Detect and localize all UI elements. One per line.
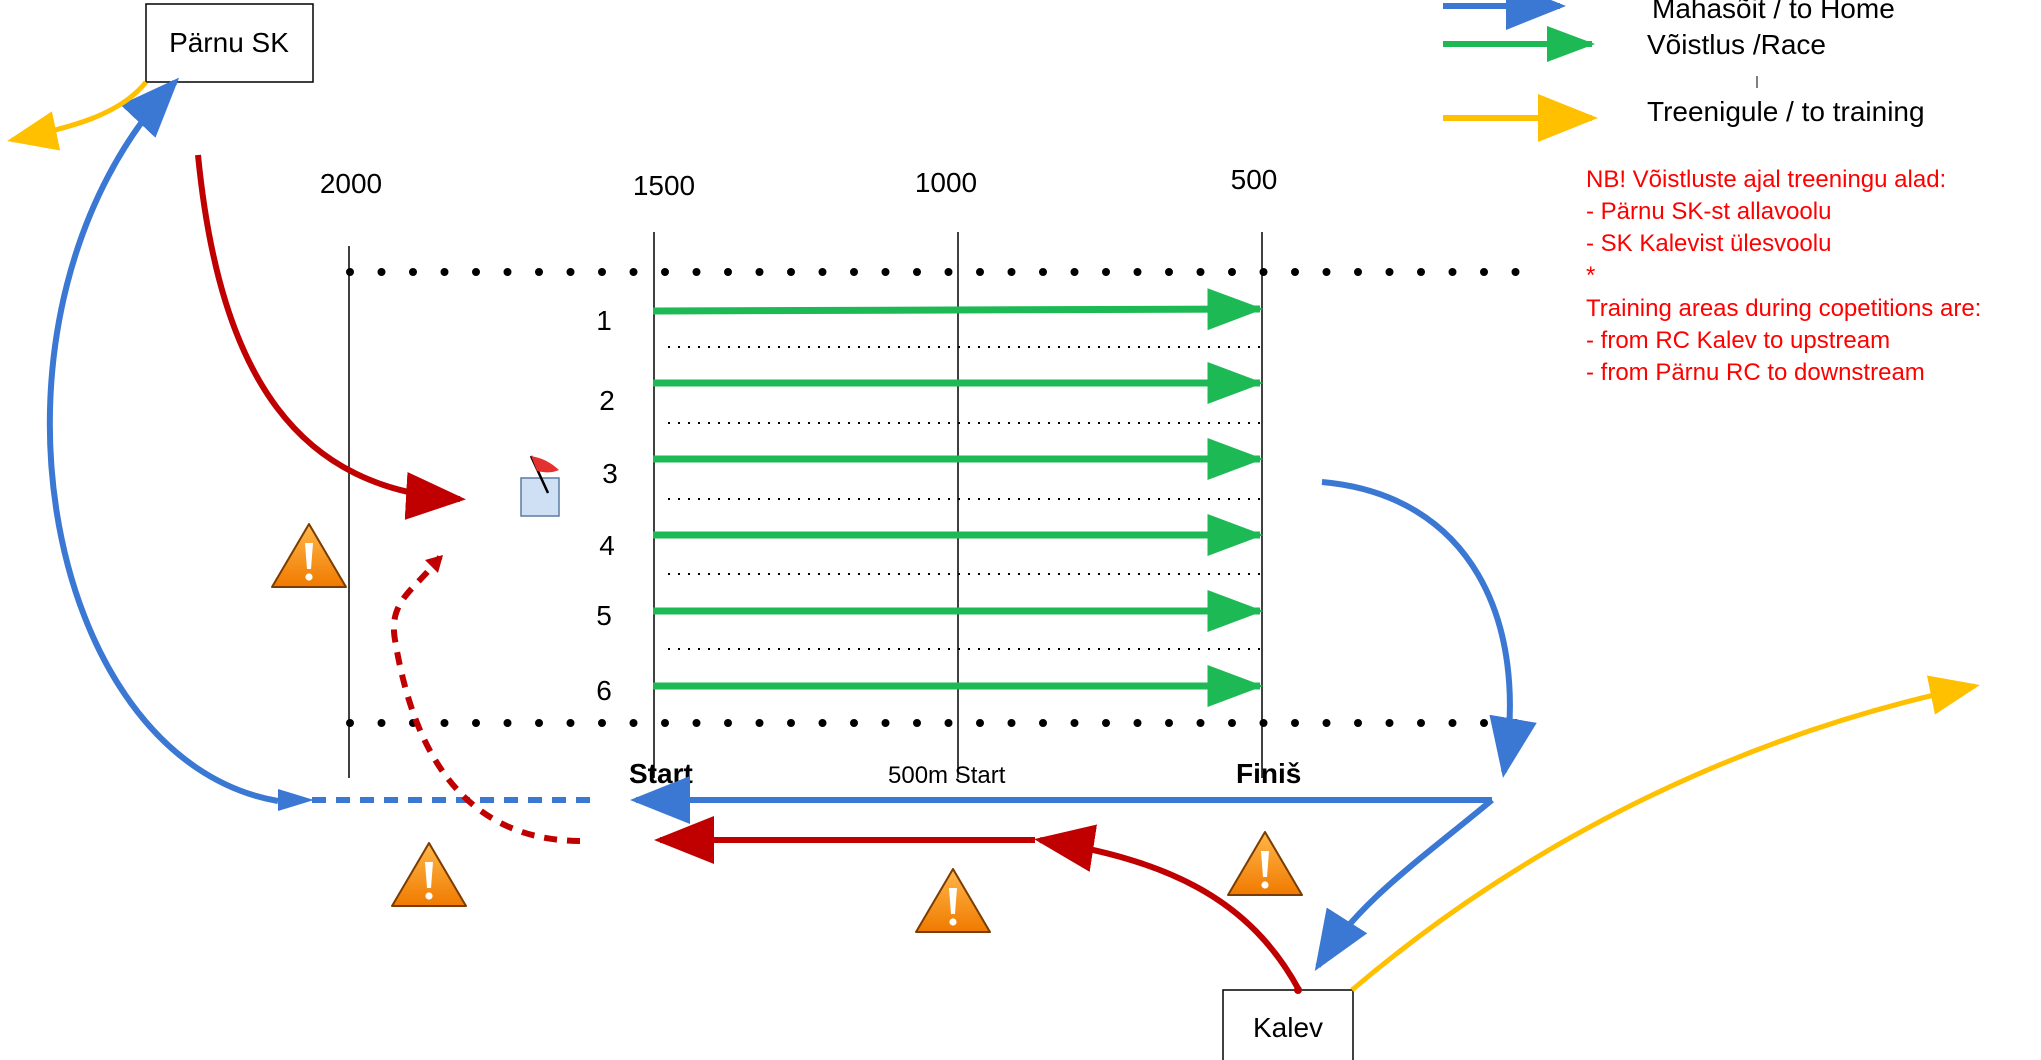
lane-number-2: 2: [599, 385, 615, 416]
legend: Mahasõit / to Home Võistlus /Race Treeni…: [1443, 0, 1925, 142]
distance-label-1000: 1000: [915, 167, 977, 198]
lane-number-5: 5: [596, 600, 612, 631]
training-areas-note: NB! Võistluste ajal treeningu alad: - Pä…: [1586, 166, 1981, 386]
return-path: [46, 77, 1537, 972]
lane-separators: [668, 346, 1262, 650]
training-paths: [7, 80, 1980, 992]
note-line-2: - Pärnu SK-st allavoolu: [1586, 198, 1831, 225]
lane-number-1: 1: [596, 305, 612, 336]
lane-number-4: 4: [599, 530, 615, 561]
race-arrows: [652, 288, 1264, 707]
start-500m-label: 500m Start: [888, 762, 1006, 789]
return-to-parnu-arrow: [46, 77, 279, 804]
to-start-path: [195, 154, 1302, 992]
start-warmup-dashed-arrow: [390, 555, 581, 844]
distance-label-500: 500: [1231, 164, 1278, 195]
note-line-5: Training areas during copetitions are:: [1586, 295, 1981, 322]
kalev-club-box: Kalev: [1222, 989, 1354, 1060]
parnu-to-training-arrow: [7, 80, 148, 151]
parnu-club-box: Pärnu SK: [145, 3, 314, 83]
race-arrow-lane-1: [652, 288, 1264, 331]
kalev-club-label: Kalev: [1253, 1012, 1323, 1043]
distance-label-2000: 2000: [320, 168, 382, 199]
distance-label-1500: 1500: [633, 170, 695, 201]
return-to-kalev-arrow: [1314, 797, 1494, 972]
start-label: Start: [629, 758, 693, 789]
return-dashed-arrowhead: [278, 789, 314, 811]
note-line-4: *: [1586, 262, 1595, 289]
start-flag-icon: [520, 455, 560, 517]
note-line-1: NB! Võistluste ajal treeningu alad:: [1586, 166, 1946, 193]
lane-number-6: 6: [596, 675, 612, 706]
kalev-red-origin-dot: [1294, 986, 1302, 994]
finish-to-return-arrow: [1321, 479, 1537, 778]
legend-training-label: Treenigule / to training: [1647, 96, 1925, 127]
note-line-7: - from Pärnu RC to downstream: [1586, 359, 1925, 386]
warning-icon: [1227, 831, 1303, 896]
kalev-to-training-arrow: [1350, 675, 1980, 992]
finish-label: Finiš: [1236, 758, 1301, 789]
kalev-to-lane-arrow: [1034, 824, 1302, 992]
parnu-to-start-arrow: [195, 154, 466, 520]
lane-number-3: 3: [602, 458, 618, 489]
legend-race-label: Võistlus /Race: [1647, 29, 1826, 60]
note-line-3: - SK Kalevist ülesvoolu: [1586, 230, 1831, 257]
warning-icon: [915, 868, 991, 933]
legend-home-label: Mahasõit / to Home: [1652, 0, 1895, 24]
warmup-dashed-arrowhead: [425, 555, 443, 573]
warning-icon: [391, 842, 467, 907]
warning-icon: [271, 523, 347, 588]
parnu-club-label: Pärnu SK: [169, 27, 289, 58]
note-line-6: - from RC Kalev to upstream: [1586, 327, 1890, 354]
